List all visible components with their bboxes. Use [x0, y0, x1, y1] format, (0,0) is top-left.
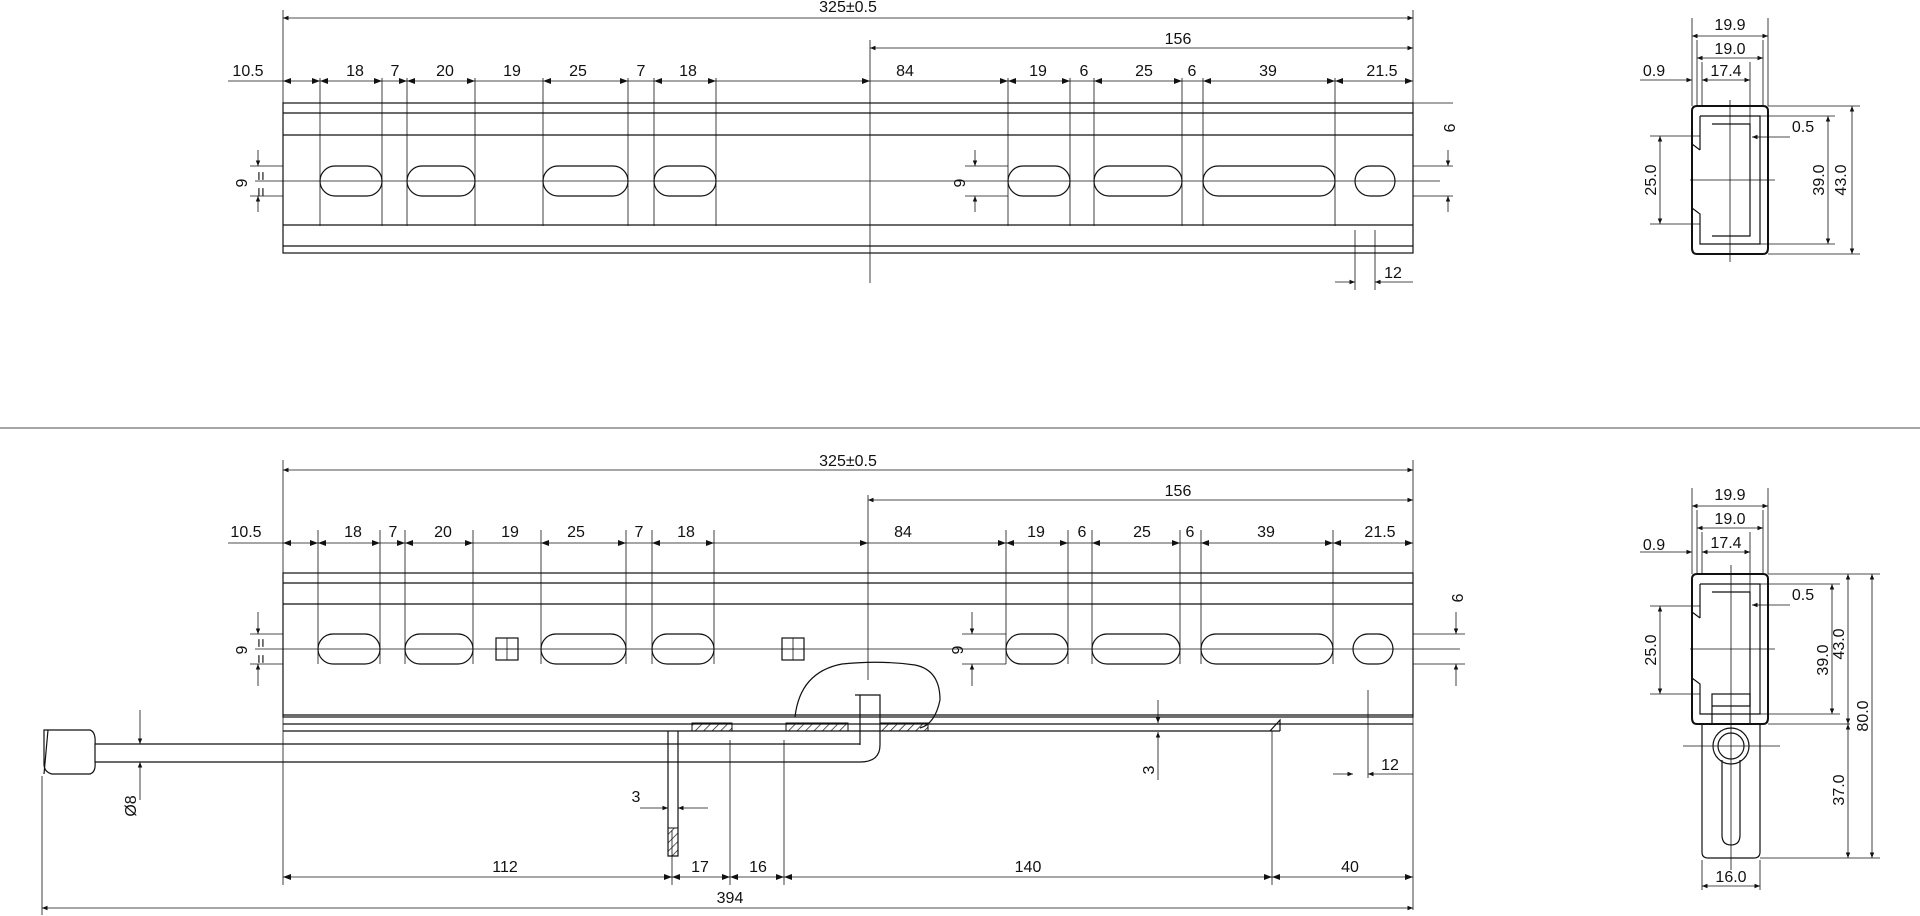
- pin-hatch: [667, 827, 679, 857]
- section-profile: [1691, 573, 1769, 725]
- center-offset-label: 84: [896, 63, 914, 80]
- overall-length-label: 325±0.5: [819, 0, 877, 16]
- lip-label: 0.5: [1792, 587, 1814, 604]
- seg-label: 39: [1259, 63, 1277, 80]
- equal-mark: =: [253, 638, 270, 647]
- seg-label: 25: [569, 63, 587, 80]
- bottom-rail-body: [282, 572, 1414, 718]
- seg-label: 18: [346, 63, 364, 80]
- slot-height-label: 9: [234, 645, 251, 654]
- outer-height-label: 43.0: [1833, 164, 1850, 195]
- slot-height-label: 25.0: [1643, 634, 1660, 665]
- bottom-rail-view: 325±0.5 156 10.5 18 7 20 19 25 7 18 84 1…: [41, 453, 1465, 915]
- slot-height-label: 25.0: [1643, 164, 1660, 195]
- seg-label: 10.5: [230, 524, 261, 541]
- seg-label: 18: [344, 524, 362, 541]
- seg-label: 39: [1257, 524, 1275, 541]
- section-width-label: 19.9: [1714, 17, 1745, 34]
- rod-diameter-label: Ø8: [123, 795, 140, 816]
- seg-label: 18: [677, 524, 695, 541]
- center-offset-label: 84: [894, 524, 912, 541]
- bottom-width-label: 16.0: [1715, 869, 1746, 886]
- seg-label: 21.5: [1366, 63, 1397, 80]
- seg-label: 21.5: [1364, 524, 1395, 541]
- seg-label: 7: [635, 524, 644, 541]
- right-span-label: 156: [1165, 31, 1192, 48]
- plate-thickness-label: 3: [632, 789, 641, 806]
- slot-height-label: 9: [234, 178, 251, 187]
- section-width-label: 19.9: [1714, 487, 1745, 504]
- total-height-label: 80.0: [1855, 700, 1872, 731]
- hatched-plate: [879, 722, 929, 732]
- wall-label: 0.9: [1643, 63, 1665, 80]
- seg-label: 6: [1188, 63, 1197, 80]
- seg-label: 20: [434, 524, 452, 541]
- outer-height-label: 43.0: [1831, 628, 1848, 659]
- right-span-label: 156: [1165, 483, 1192, 500]
- top-section-view: 19.9 19.0 17.4 0.9 0.5 25.0 39.0 43.0: [1640, 17, 1860, 262]
- inner-height-label: 39.0: [1811, 164, 1828, 195]
- equal-mark: =: [253, 654, 270, 663]
- seg-label: 25: [567, 524, 585, 541]
- section-width-label: 17.4: [1710, 63, 1741, 80]
- slot: [1352, 633, 1394, 665]
- seg-label: 6: [1078, 524, 1087, 541]
- equal-mark: =: [253, 171, 270, 180]
- seg-label: 20: [436, 63, 454, 80]
- bottom-dim-label: 17: [691, 859, 709, 876]
- wall-label: 0.9: [1643, 537, 1665, 554]
- seg-label: 19: [503, 63, 521, 80]
- seg-label: 7: [389, 524, 398, 541]
- overall-length-label: 325±0.5: [819, 453, 877, 470]
- end-offset-label: 12: [1381, 757, 1399, 774]
- section-profile: [1691, 105, 1769, 255]
- lever-assembly: [43, 661, 1281, 857]
- lip-label: 0.5: [1792, 119, 1814, 136]
- hatched-plate: [691, 722, 733, 732]
- bottom-section-view: 19.9 19.0 17.4 0.9 0.5 25.0 39.0 43.0 80…: [1640, 487, 1880, 890]
- end-offset-label: 12: [1384, 265, 1402, 282]
- seg-label: 25: [1133, 524, 1151, 541]
- lower-height-label: 37.0: [1831, 774, 1848, 805]
- equal-mark: =: [253, 187, 270, 196]
- bottom-dim-label: 40: [1341, 859, 1359, 876]
- slot: [1354, 165, 1396, 197]
- section-width-label: 17.4: [1710, 535, 1741, 552]
- seg-label: 18: [679, 63, 697, 80]
- top-rail-view: 325±0.5 156 10.5 18 7 20 19 25 7 18 84 1…: [228, 0, 1457, 290]
- bottom-dim-label: 16: [749, 859, 767, 876]
- lever-bend: [855, 694, 881, 763]
- inner-height-label: 39.0: [1815, 644, 1832, 675]
- slot-height-label: 9: [1448, 594, 1465, 603]
- seg-label: 10.5: [232, 63, 263, 80]
- top-rail-body: [282, 102, 1414, 254]
- section-width-label: 19.0: [1714, 511, 1745, 528]
- slot-height-label: 9: [952, 178, 969, 187]
- handle-bump: [794, 661, 941, 729]
- seg-label: 19: [1027, 524, 1045, 541]
- gap-label: 3: [1141, 765, 1158, 774]
- bottom-dim-label: 112: [492, 859, 518, 876]
- hatched-plate: [785, 722, 849, 732]
- seg-label: 6: [1080, 63, 1089, 80]
- seg-label: 6: [1186, 524, 1195, 541]
- seg-label: 7: [637, 63, 646, 80]
- slot-height-label: 9: [950, 645, 967, 654]
- bottom-dim-label: 140: [1015, 859, 1042, 876]
- slot-height-label: 9: [1440, 124, 1457, 133]
- section-width-label: 19.0: [1714, 41, 1745, 58]
- seg-label: 7: [391, 63, 400, 80]
- handle-grip: [43, 729, 96, 775]
- seg-label: 19: [501, 524, 519, 541]
- total-length-label: 394: [717, 890, 744, 907]
- seg-label: 25: [1135, 63, 1153, 80]
- seg-label: 19: [1029, 63, 1047, 80]
